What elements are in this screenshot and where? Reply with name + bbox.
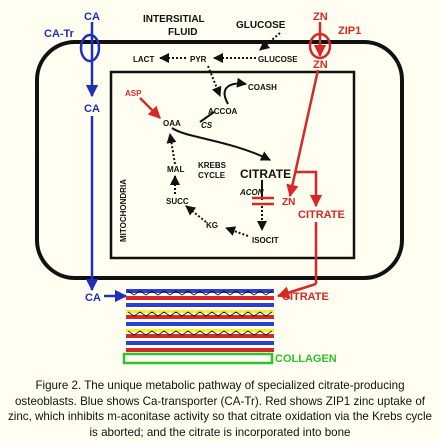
citrate-into-bone-arrow bbox=[276, 282, 317, 299]
label-kg: KG bbox=[206, 221, 218, 230]
label-ca-top: CA bbox=[84, 11, 100, 23]
label-citrate-mito: CITRATE bbox=[240, 167, 291, 181]
cell-membrane bbox=[35, 40, 404, 280]
label-zn-in: ZN bbox=[313, 59, 328, 71]
label-isocit: ISOCIT bbox=[252, 236, 279, 245]
label-zn-mito: ZN bbox=[282, 197, 295, 208]
label-coash: COASH bbox=[248, 83, 277, 92]
label-interstitial: INTERSITIAL bbox=[143, 14, 205, 25]
oaa-to-citrate-curve bbox=[171, 127, 271, 161]
label-collagen: COLLAGEN bbox=[275, 353, 337, 365]
label-ca-mid: CA bbox=[84, 103, 100, 115]
label-ca-tr: CA-Tr bbox=[44, 28, 75, 40]
label-glucose-in: GLUCOSE bbox=[258, 55, 298, 64]
label-lact: LACT bbox=[133, 55, 154, 64]
label-ca-bone: CA bbox=[85, 292, 101, 304]
label-fluid: FLUID bbox=[168, 27, 197, 38]
label-pyr: PYR bbox=[190, 55, 207, 64]
accoa-to-cs-line bbox=[199, 111, 215, 123]
label-mal: MAL bbox=[167, 165, 184, 174]
mal-to-oaa-arrow bbox=[166, 133, 177, 165]
label-accoa: ACCOA bbox=[208, 107, 238, 116]
label-citrate-bone: CITRATE bbox=[282, 291, 329, 303]
citrate-export-arrow bbox=[296, 170, 323, 208]
pathway-diagram: CA CA-Tr INTERSITIAL FLUID GLUCOSE ZN ZI… bbox=[35, 11, 404, 365]
label-krebs: KREBS bbox=[198, 161, 227, 170]
label-cs: CS bbox=[201, 121, 213, 130]
asp-to-oaa-arrow bbox=[139, 97, 161, 119]
label-zn-top: ZN bbox=[313, 11, 328, 23]
label-cycle: CYCLE bbox=[198, 171, 226, 180]
label-asp: ASP bbox=[125, 89, 142, 98]
coash-curve bbox=[223, 77, 247, 105]
label-glucose-out: GLUCOSE bbox=[236, 20, 286, 31]
glucose-uptake-arrow bbox=[259, 32, 281, 51]
label-oaa: OAA bbox=[163, 119, 181, 128]
isocit-to-kg-arrow bbox=[225, 226, 249, 237]
label-zip1: ZIP1 bbox=[338, 25, 361, 37]
collagen-strip bbox=[122, 352, 274, 365]
ca-transporter bbox=[79, 33, 101, 63]
kg-to-succ-arrow bbox=[185, 205, 207, 223]
figure-caption: Figure 2. The unique metabolic pathway o… bbox=[7, 379, 432, 439]
label-succ: SUCC bbox=[166, 197, 189, 206]
bone-matrix bbox=[126, 289, 274, 352]
label-mitochondria: MITOCHONDRIA bbox=[119, 179, 128, 242]
mitochondria-box bbox=[109, 70, 356, 260]
label-acon: ACON bbox=[239, 188, 264, 197]
pyr-to-accoa-arrow bbox=[207, 65, 222, 97]
label-citrate-cyto: CITRATE bbox=[298, 209, 345, 221]
zn-to-aconitase-arrow bbox=[286, 69, 320, 198]
